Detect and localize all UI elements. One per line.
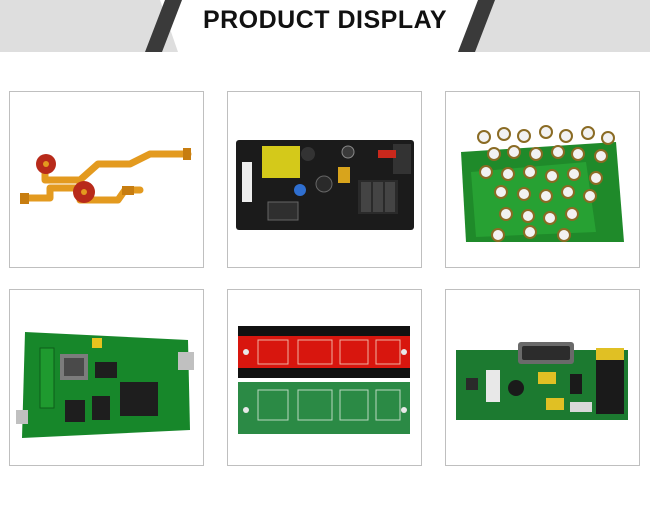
- product-card-5[interactable]: [227, 289, 422, 466]
- product-card-6[interactable]: [445, 289, 640, 466]
- product-card-3[interactable]: [445, 91, 640, 268]
- product-card-2[interactable]: [227, 91, 422, 268]
- header-banner: PRODUCT DISPLAY: [0, 0, 650, 52]
- green-controller-board-image: [16, 332, 194, 438]
- red-and-green-pcb-image: [238, 326, 410, 434]
- black-power-board-image: [236, 140, 414, 230]
- flex-pcb-image: [20, 148, 192, 204]
- product-card-4[interactable]: [9, 289, 204, 466]
- banner-shape: [145, 0, 495, 52]
- assembled-pcba-image: [456, 342, 628, 420]
- page-title: PRODUCT DISPLAY: [202, 6, 448, 34]
- product-card-1[interactable]: [9, 91, 204, 268]
- green-led-boards-image: [461, 125, 624, 242]
